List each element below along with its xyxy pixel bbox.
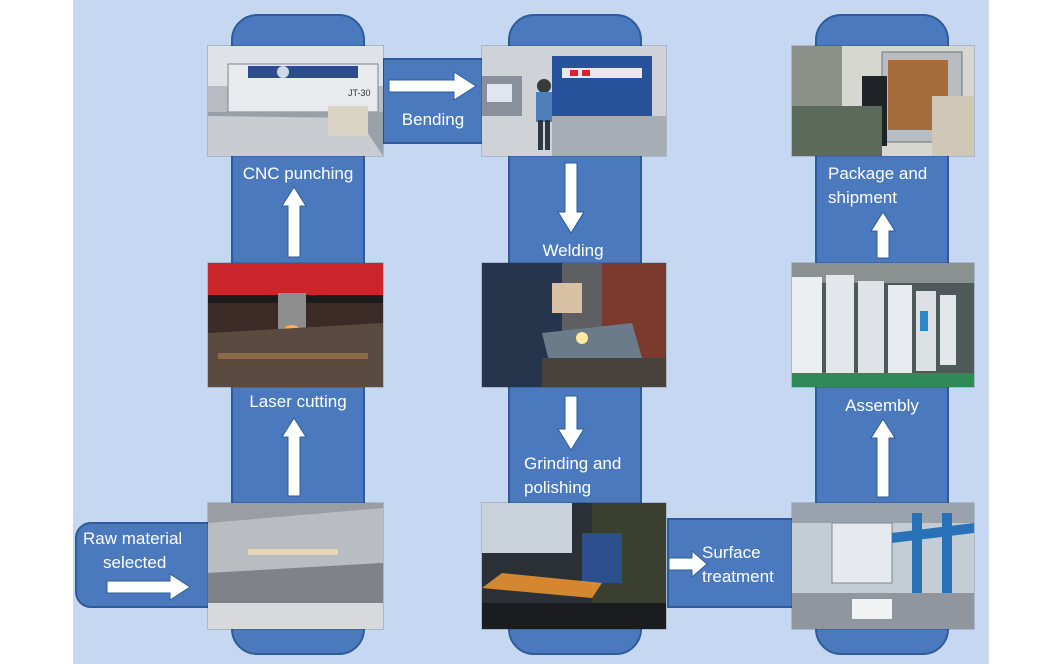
raw-material-label-line1: Raw material xyxy=(83,529,183,548)
raw-material-photo xyxy=(208,503,383,629)
package-label-line1: Package and xyxy=(828,164,928,183)
cnc-punching-photo: JT-30 xyxy=(208,46,383,156)
laser-cutting-photo xyxy=(208,263,383,387)
assembly-photo xyxy=(792,263,974,387)
laser-cutting-label: Laser cutting xyxy=(249,392,347,411)
raw-material-label-line2: selected xyxy=(103,553,167,572)
welding-photo xyxy=(482,263,666,387)
grinding-photo xyxy=(482,503,666,629)
bending-photo xyxy=(482,46,666,156)
grinding-label-line2: polishing xyxy=(524,478,592,497)
package-shipment-photo xyxy=(792,46,974,156)
arrow-up-assembly xyxy=(870,418,896,498)
arrow-down-welding xyxy=(557,162,585,234)
package-label-line2: shipment xyxy=(828,188,897,207)
cnc-punching-label: CNC punching xyxy=(242,164,354,183)
surface-label-line2: treatment xyxy=(702,567,774,586)
bending-label: Bending xyxy=(401,110,465,129)
arrow-right-raw-material xyxy=(106,573,191,601)
surface-treatment-photo xyxy=(792,503,974,629)
arrow-right-bending xyxy=(388,71,477,101)
arrow-right-surface xyxy=(668,550,708,578)
assembly-label: Assembly xyxy=(845,396,919,415)
welding-label: Welding xyxy=(542,241,604,260)
surface-label-line1: Surface xyxy=(702,543,761,562)
arrow-up-cnc-punching xyxy=(281,186,307,258)
connector-bending xyxy=(382,58,484,144)
arrow-up-package xyxy=(870,211,896,259)
grinding-label-line1: Grinding and xyxy=(524,454,622,473)
arrow-down-grinding xyxy=(557,395,585,451)
machine-model-text: JT-30 xyxy=(348,88,371,98)
arrow-up-laser-cutting xyxy=(281,417,307,497)
